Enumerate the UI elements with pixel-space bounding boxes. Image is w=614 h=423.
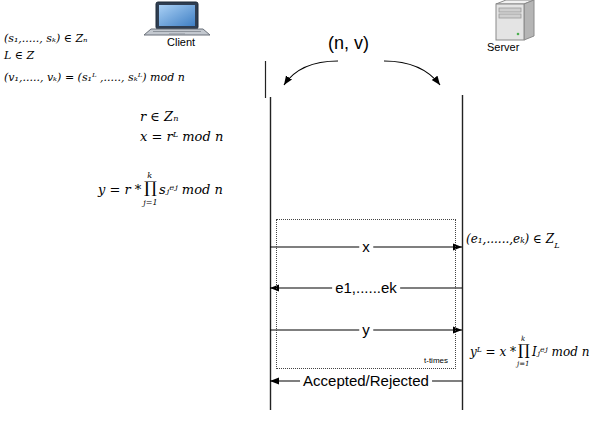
formula: (e₁,......,eₖ) ∈ Z: [466, 233, 554, 247]
formula: (s₁,....., sₖ) ∈ Zₙ: [4, 33, 88, 46]
laptop-icon: [144, 2, 210, 35]
formula: L ∈ Z: [4, 50, 34, 63]
formula: (v₁,....., vₖ) = (s₁ᴸ ,....., sₖᴸ) mod n: [4, 72, 185, 85]
message-label: e1,......ek: [332, 280, 400, 297]
message-label: Accepted/Rejected: [300, 373, 432, 390]
formula: x = rᴸ mod n: [140, 130, 223, 145]
formula: y = r *: [98, 183, 141, 198]
formula: r ∈ Zₙ: [140, 110, 178, 125]
formula: Iⱼᵉʲ mod n: [532, 346, 589, 360]
product-limit: j=1: [143, 198, 157, 207]
server-lifeline: [462, 95, 463, 410]
message-label: x: [359, 239, 373, 256]
server-icon: [496, 0, 534, 40]
node-title: Server: [487, 41, 519, 54]
public-key: (n, v): [328, 33, 369, 54]
product-sign: ∏: [144, 179, 157, 197]
distribution-arrow: [384, 61, 440, 85]
product-sign: ∏: [518, 342, 530, 359]
subscript: L: [554, 241, 559, 250]
bracket-bar: [265, 61, 266, 98]
distribution-arrow: [284, 61, 338, 85]
message-label: y: [359, 322, 373, 339]
formula: sⱼᵉʲ mod n: [159, 183, 223, 198]
node-title: Client: [167, 36, 195, 49]
product-limit: j=1: [517, 360, 530, 368]
client-column: Client: [140, 0, 270, 410]
formula: yᴸ = x *: [470, 346, 516, 360]
client-lifeline: [270, 97, 271, 410]
node-title: t-times: [424, 356, 448, 365]
